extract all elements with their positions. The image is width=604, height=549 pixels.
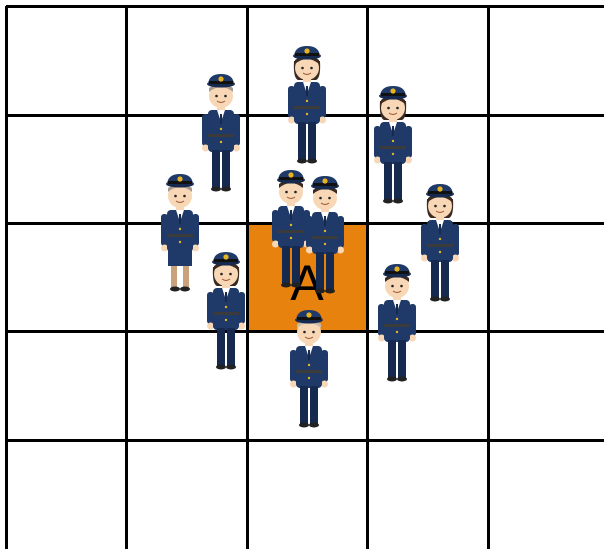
grid-hline <box>6 439 604 442</box>
police-officer-figure <box>377 262 417 384</box>
police-officer-figure <box>206 250 246 372</box>
police-officer-figure <box>289 308 329 430</box>
police-officer-figure <box>287 44 327 166</box>
police-officer-figure <box>201 72 241 194</box>
grid-vline <box>487 6 490 549</box>
grid-hline <box>6 5 604 8</box>
police-officer-figure <box>373 84 413 206</box>
police-officer-figure <box>160 172 200 294</box>
grid-vline <box>125 6 128 549</box>
police-officer-figure <box>420 182 460 304</box>
grid-vline <box>5 6 8 549</box>
police-officer-figure <box>305 174 345 296</box>
